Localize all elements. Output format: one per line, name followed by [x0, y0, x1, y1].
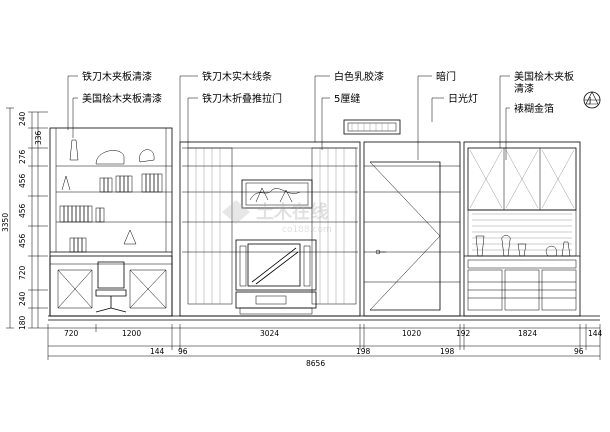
label-hidden-door: 暗门 — [436, 70, 456, 83]
bottom-dimension-chain: 720 1200 144 96 3024 198 1020 198 192 18… — [47, 324, 603, 368]
dim-left-240: 240 — [18, 111, 27, 126]
label-fluorescent-light: 日光灯 — [448, 92, 478, 105]
dim-bottom-96-right: 96 — [574, 347, 584, 356]
dim-left-720: 720 — [18, 265, 27, 280]
watermark-url: co188.com — [282, 225, 332, 235]
dim-left-456-c: 456 — [18, 233, 27, 248]
hidden-door — [363, 141, 461, 317]
watermark: 土木在线 co188.com — [222, 200, 332, 235]
dim-bottom-144-right: 144 — [588, 329, 603, 338]
dim-bottom-144-left: 144 — [150, 347, 165, 356]
annotation-labels: 铁刀木夹板清漆 美国桧木夹板清漆 铁刀木实木线条 铁刀木折叠推拉门 白色乳胶漆 … — [67, 70, 574, 160]
dim-bottom-96-left: 96 — [178, 347, 188, 356]
dim-left-240-b: 240 — [18, 291, 27, 306]
dim-left-456-a: 456 — [18, 173, 27, 188]
right-display-cabinet — [463, 141, 581, 317]
dim-left-456-b: 456 — [18, 203, 27, 218]
dim-bottom-198-b: 198 — [440, 347, 455, 356]
dim-bottom-total: 8656 — [306, 359, 325, 368]
dim-left-336: 336 — [34, 130, 43, 145]
dim-left-total: 3350 — [1, 213, 10, 232]
dim-left-180: 180 — [18, 315, 27, 330]
dim-bottom-198-a: 198 — [356, 347, 371, 356]
dim-left-276: 276 — [18, 149, 27, 164]
label-5mm-gap: 5厘缝 — [334, 92, 360, 105]
watermark-logo-icon — [222, 200, 250, 224]
label-folding-door: 铁刀木折叠推拉门 — [202, 92, 282, 105]
left-dimension-chain: 240 336 276 456 456 456 720 240 180 3350 — [1, 107, 48, 330]
section-marker-letter: J — [588, 96, 591, 105]
left-bookcase — [49, 127, 173, 317]
air-conditioner — [343, 119, 401, 135]
label-solid-wood-trim: 铁刀木实木线条 — [202, 70, 272, 83]
dim-bottom-1824: 1824 — [518, 329, 537, 338]
dim-bottom-720: 720 — [64, 329, 79, 338]
label-cypress-plywood-right-1: 美国桧木夹板 — [514, 70, 574, 83]
dim-bottom-1200: 1200 — [122, 329, 141, 338]
section-marker: J — [583, 91, 601, 109]
label-latex-paint: 白色乳胶漆 — [334, 70, 384, 83]
label-cypress-plywood: 美国桧木夹板清漆 — [82, 92, 162, 105]
center-tv-wall — [179, 141, 361, 317]
label-gold-foil: 裱糊金箔 — [514, 102, 554, 115]
watermark-text: 土木在线 — [256, 201, 328, 223]
label-tiedaomu-plywood: 铁刀木夹板清漆 — [82, 70, 152, 83]
dim-bottom-3024: 3024 — [260, 329, 279, 338]
dim-bottom-1020: 1020 — [402, 329, 421, 338]
dim-bottom-192: 192 — [456, 329, 471, 338]
label-cypress-plywood-right-2: 清漆 — [514, 82, 534, 95]
